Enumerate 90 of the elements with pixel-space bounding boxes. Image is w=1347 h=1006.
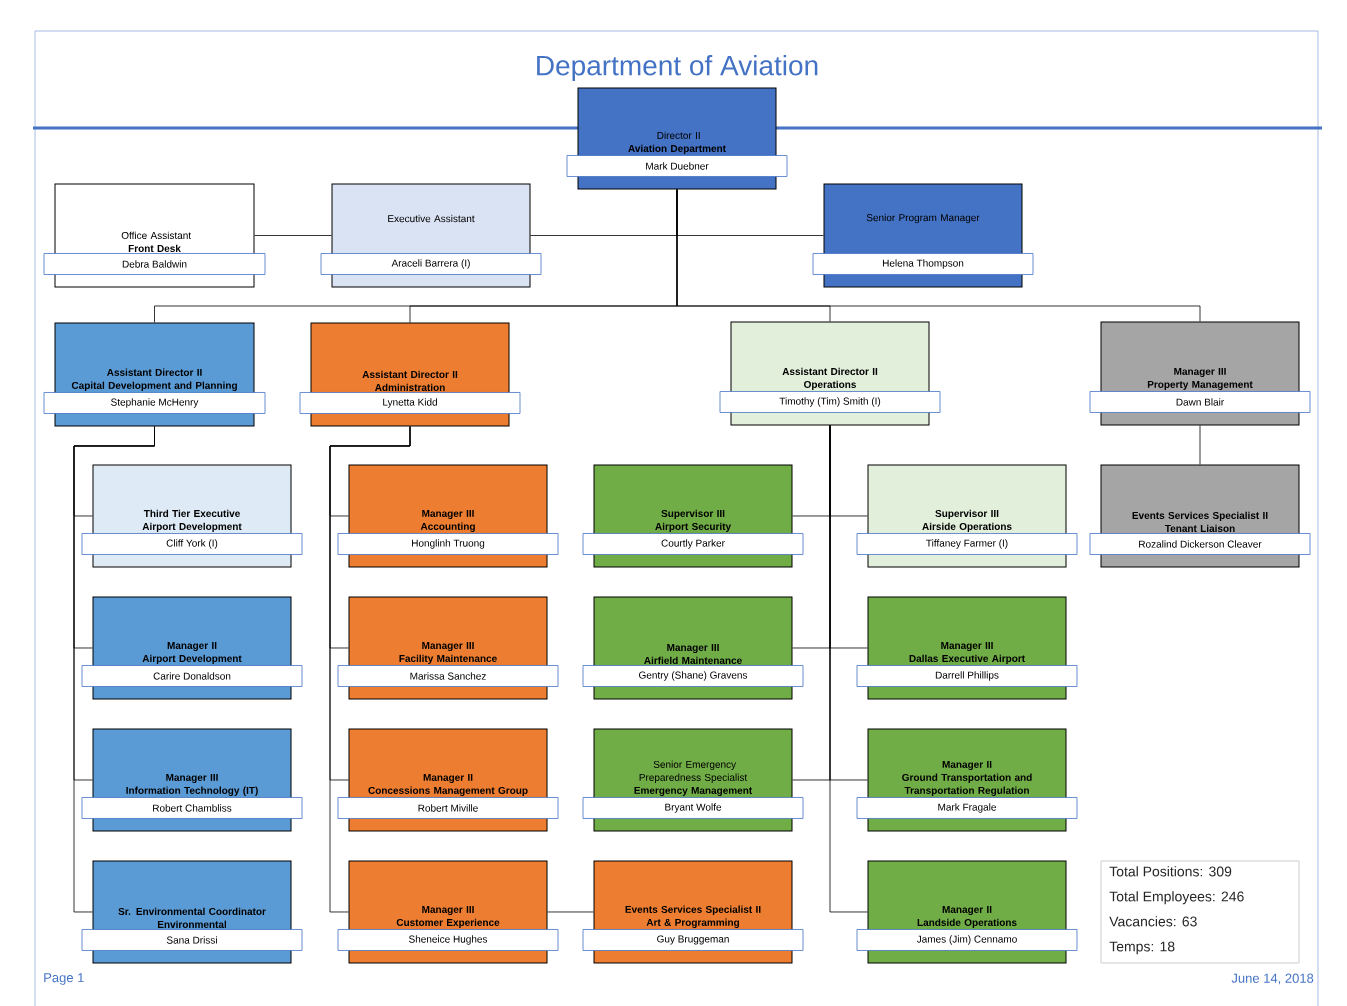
name-tab: Courtly Parker (582, 533, 804, 555)
name-tab: James (Jim) Cennamo (856, 929, 1078, 951)
position-box (582, 596, 804, 700)
position-box (43, 322, 266, 427)
position-box (812, 183, 1034, 288)
title: Department of Aviation (537, 54, 818, 82)
node-label: Temps: 18 (1109, 941, 1175, 955)
job-title: Events Services Specialist II Tenant Liaison (1132, 511, 1268, 532)
job-title: Assistant Director II Capital Development and Planning (71, 368, 237, 391)
position-box (1089, 321, 1311, 426)
name-tab: Bryant Wolfe (582, 797, 804, 819)
name-tab: Guy Bruggeman (582, 929, 804, 951)
name-tab: Araceli Barrera (I) (320, 253, 542, 275)
job-title: Supervisor III Airport Security (655, 509, 731, 532)
name-tab: Mark Fragale (856, 797, 1078, 819)
connector (547, 911, 594, 913)
job-title: Manager II Ground Transportation and Transportation Regulation (902, 761, 1032, 796)
job-title: Senior Emergency Preparedness Specialist Emergency Management (634, 760, 753, 796)
job-title: Manager III Airfield Maintenance (644, 644, 742, 664)
position-box (81, 728, 303, 832)
name-tab: Debra Baldwin (43, 253, 266, 275)
position-box (337, 596, 559, 700)
job-title: Manager II Airport Development (142, 642, 242, 664)
job-title: Sr. Environmental Coordinator Environmental (118, 907, 266, 928)
node-label: Total Employees: 246 (1109, 891, 1244, 905)
job-title: Director II Aviation Department (628, 131, 726, 154)
job-title: Manager III Facility Maintenance (399, 642, 497, 664)
job-title: Manager II Landside Operations (917, 906, 1017, 928)
name-tab: Honglinh Truong (337, 533, 559, 555)
position-box (582, 860, 804, 964)
position-box (320, 183, 542, 288)
connector (829, 425, 868, 913)
job-title: Assistant Director II Operations (782, 367, 878, 390)
connector (329, 426, 411, 913)
position-box (582, 464, 804, 568)
name-tab: Stephanie McHenry (43, 392, 266, 414)
job-title: Manager III Accounting (420, 510, 475, 532)
position-box (337, 728, 559, 832)
name-tab: Dawn Blair (1089, 391, 1311, 413)
connector (1199, 425, 1201, 465)
name-tab: Sana Drissi (81, 929, 303, 951)
job-title: Third Tier Executive Airport Development (142, 509, 242, 532)
name-tab: Sheneice Hughes (337, 929, 559, 951)
name-tab: Robert Miville (337, 797, 559, 819)
job-title: Manager III Property Management (1147, 368, 1253, 390)
job-title: Office Assistant Front Desk (121, 231, 191, 252)
name-tab: Carire Donaldson (81, 665, 303, 687)
job-title: Events Services Specialist II Art & Programming (625, 905, 761, 928)
name-tab: Tiffaney Farmer (I) (856, 533, 1078, 555)
name-tab: Helena Thompson (812, 253, 1034, 275)
name-tab: Cliff York (I) (81, 533, 303, 555)
position-box (81, 464, 303, 568)
name-tab: Timothy (Tim) Smith (I) (719, 391, 941, 413)
name-tab: Rozalind Dickerson Cleaver (1089, 533, 1311, 555)
position-box (337, 860, 559, 964)
job-title: Assistant Director II Administration (362, 370, 458, 391)
name-tab: Robert Chambliss (81, 797, 303, 819)
connector (676, 189, 1201, 322)
position-box (856, 728, 1078, 832)
connector (254, 235, 332, 236)
name-tab: Mark Duebner (566, 155, 788, 177)
totals-box (1100, 860, 1300, 964)
position-box (856, 596, 1078, 700)
job-title: Manager III Dallas Executive Airport (909, 642, 1025, 664)
position-box (856, 464, 1078, 568)
name-tab: Marissa Sanchez (337, 665, 559, 687)
name-tab: Darrell Phillips (856, 665, 1078, 687)
position-box (566, 87, 788, 190)
job-title: Executive Assistant (388, 214, 475, 223)
connector (73, 426, 155, 913)
job-title: Supervisor III Airside Operations (922, 509, 1012, 532)
position-box (81, 596, 303, 700)
position-box (299, 322, 521, 427)
totals-text: Total Positions: 309 Total Employees: 246 Vacancies: 63 Temps: 18 (1109, 866, 1244, 955)
position-box (337, 464, 559, 568)
position-box (1089, 464, 1311, 568)
node-label: Vacancies: 63 (1109, 916, 1197, 927)
position-box (856, 860, 1078, 964)
node-label: Total Positions: 309 (1109, 866, 1232, 877)
position-box (719, 321, 941, 426)
job-title: Manager III Customer Experience (396, 906, 500, 928)
page-number: Page 1 (44, 973, 84, 985)
position-box (81, 860, 303, 964)
job-title: Manager II Concessions Management Group (368, 774, 528, 796)
job-title: Manager III Information Technology (IT) (126, 774, 258, 796)
position-box (582, 728, 804, 832)
name-tab: Gentry (Shane) Gravens (582, 665, 804, 687)
job-title: Senior Program Manager (866, 213, 980, 224)
name-tab: Lynetta Kidd (299, 392, 521, 414)
position-box (43, 183, 266, 288)
